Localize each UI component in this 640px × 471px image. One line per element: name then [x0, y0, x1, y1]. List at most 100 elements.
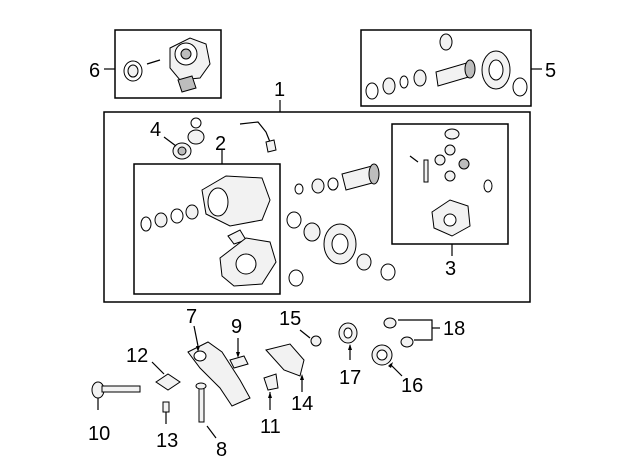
bearing-left — [303, 222, 321, 242]
callout-16: 16 — [401, 375, 423, 397]
callout-12: 12 — [126, 345, 148, 367]
callout-7-leader — [193, 325, 199, 347]
part-18-bolt-a — [383, 317, 397, 329]
callout-9: 9 — [231, 316, 242, 338]
spacer-2 — [327, 177, 339, 191]
breather-plug — [265, 139, 277, 153]
callout-15-leader — [299, 329, 311, 339]
part-2-washer — [170, 208, 184, 224]
part-9-group: 9 — [229, 316, 249, 369]
callout-15: 15 — [279, 308, 301, 330]
part-10-stud-shank — [101, 385, 141, 393]
part-17-bushing-core — [343, 327, 353, 339]
part-3-pin-1 — [409, 155, 419, 163]
callout-4-leader — [163, 136, 177, 147]
callout-9-arrow — [236, 352, 240, 358]
callout-6: 6 — [89, 60, 100, 82]
part-7-bushing — [193, 350, 207, 362]
part-9-nut — [229, 355, 249, 369]
callout-8-leader — [206, 425, 217, 439]
callout-11-arrow — [268, 392, 272, 398]
washer-bottom — [288, 269, 304, 287]
part-1-box — [103, 111, 531, 303]
spacer-1 — [294, 183, 304, 195]
callout-16-leader — [389, 363, 403, 377]
part-5-pinion-head — [464, 59, 476, 79]
part-14-group: 14 — [265, 343, 313, 415]
part-5-washer-1 — [365, 82, 379, 100]
part-12-nut — [155, 373, 181, 391]
part-4-plug — [187, 129, 205, 145]
part-12-group: 12 — [126, 345, 181, 391]
part-6-bracket — [177, 75, 197, 93]
part-5-washer-2 — [512, 77, 528, 97]
part-4-bushing-core — [177, 146, 187, 156]
part-17-group: 17 — [338, 322, 361, 389]
part-10-group: 10 — [88, 381, 141, 445]
part-2-cover-bore — [235, 253, 257, 275]
part-2-box — [133, 163, 281, 295]
part-5-bearing-2 — [413, 69, 427, 87]
breather-hose — [239, 121, 271, 143]
callout-13: 13 — [156, 430, 178, 452]
bearing-right — [356, 253, 372, 271]
part-8-bolt-head — [195, 382, 207, 390]
part-14-bracket — [265, 343, 305, 377]
part-3-washer-b — [444, 144, 456, 156]
bearing-mid-1 — [311, 178, 325, 194]
part-3-case-bore — [443, 213, 457, 227]
part-13-bolt — [162, 401, 170, 413]
part-5-top-bearing — [439, 33, 453, 51]
callout-2: 2 — [215, 133, 226, 155]
callout-3: 3 — [445, 258, 456, 280]
washer-left — [286, 211, 302, 229]
part-2-case-bore — [207, 187, 229, 217]
part-5-bearing-1 — [382, 77, 396, 95]
part-15-fitting — [310, 335, 322, 347]
callout-16-arrow — [388, 362, 393, 368]
part-1-group: 1 4 2 — [103, 79, 531, 303]
part-2-bearing — [154, 212, 168, 228]
part-3-side-gear-top — [444, 128, 460, 140]
callout-10: 10 — [88, 423, 110, 445]
part-2-race — [185, 204, 199, 220]
pinion-gear-head — [368, 163, 380, 185]
part-3-cross-shaft — [423, 159, 429, 183]
callout-7-arrow — [196, 346, 200, 352]
callout-11: 11 — [260, 416, 281, 438]
part-3-washer-a — [434, 154, 446, 166]
part-16-group: 16 — [371, 344, 423, 397]
part-15-group: 15 — [279, 308, 322, 347]
callout-14: 14 — [291, 393, 313, 415]
part-3-pinion-mate — [458, 158, 470, 170]
callout-17: 17 — [339, 367, 361, 389]
part-5-group: 5 — [360, 29, 556, 107]
part-18-group: 18 — [383, 317, 465, 348]
part-16-bushing-core — [376, 349, 388, 361]
ring-gear-bore — [331, 233, 349, 255]
callout-18-leader — [398, 319, 433, 341]
callout-5: 5 — [545, 60, 556, 82]
part-3-washer-c — [444, 170, 456, 182]
part-5-box — [360, 29, 532, 107]
part-4-cap — [190, 117, 202, 129]
callout-14-arrow — [300, 374, 304, 380]
callout-12-leader — [151, 361, 165, 375]
callout-4: 4 — [150, 119, 161, 141]
part-6-seal-inner — [127, 64, 139, 78]
part-11-group: 11 — [260, 373, 281, 438]
part-3-box — [391, 123, 509, 245]
part-8-bolt-shank — [198, 385, 205, 423]
callout-7: 7 — [186, 306, 197, 328]
callout-18: 18 — [443, 318, 465, 340]
part-18-bolt-b — [400, 336, 414, 348]
part-6-group: 6 — [89, 29, 222, 99]
part-2-seal — [140, 216, 152, 232]
callout-17-arrow — [348, 344, 352, 350]
part-6-housing-core — [180, 48, 192, 60]
part-5-ring-gear-bore — [488, 59, 504, 81]
callout-8: 8 — [216, 439, 227, 461]
part-6-box — [114, 29, 222, 99]
